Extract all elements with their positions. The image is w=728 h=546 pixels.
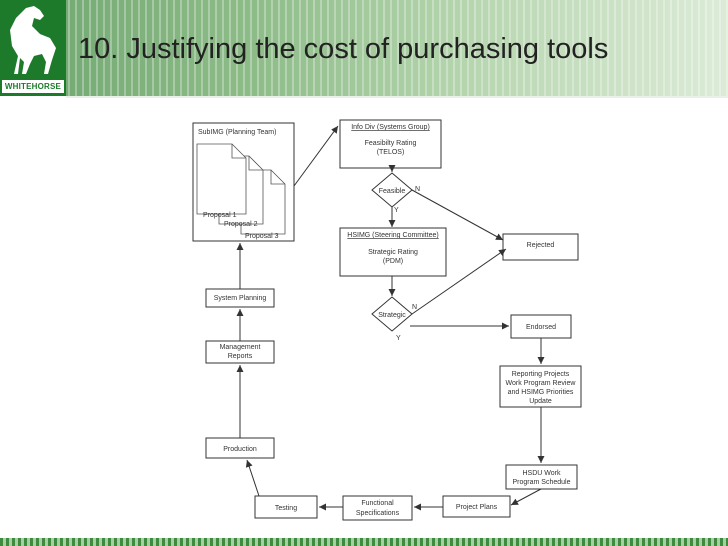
project-plans-label: Project Plans bbox=[456, 504, 498, 511]
endorsed-box: Endorsed bbox=[510, 314, 572, 339]
rejected-box: Rejected bbox=[502, 233, 579, 261]
system-planning-label: System Planning bbox=[214, 295, 267, 302]
proposal-1-document bbox=[196, 143, 247, 215]
functional-label-1: Functional bbox=[361, 500, 394, 507]
arrow-testing-to-production bbox=[245, 459, 260, 497]
arrow-strategic-no-to-rejected bbox=[411, 248, 507, 315]
reporting-label-1: Reporting Projects bbox=[512, 371, 570, 378]
feasible-no-label: N bbox=[415, 186, 420, 193]
hsimg-box: HSIMG (Steering Committee) Strategic Rat… bbox=[339, 227, 447, 277]
slide-title: 10. Justifying the cost of purchasing to… bbox=[78, 33, 609, 65]
testing-box: Testing bbox=[254, 495, 318, 519]
logo-brand-text: WHITEHORSE bbox=[2, 80, 64, 93]
proposal-2-label: Proposal 2 bbox=[224, 221, 258, 228]
header-banner: WHITEHORSE 10. Justifying the cost of pu… bbox=[0, 0, 728, 96]
functional-specifications-box: Functional Specifications bbox=[342, 495, 413, 521]
whitehorse-logo: WHITEHORSE bbox=[0, 0, 66, 96]
strategic-rating-label-2: (PDM) bbox=[383, 258, 403, 265]
reporting-label-4: Update bbox=[529, 398, 552, 405]
feasibility-label-2: (TELOS) bbox=[377, 149, 405, 156]
horse-icon bbox=[10, 6, 56, 74]
proposal-1-label: Proposal 1 bbox=[203, 212, 237, 219]
header-divider bbox=[66, 96, 728, 98]
planning-team-label: SubIMG (Planning Team) bbox=[198, 129, 276, 136]
arrow-hsdu-to-projectplans bbox=[510, 488, 542, 506]
system-planning-box: System Planning bbox=[205, 288, 275, 308]
feasible-label: Feasible bbox=[379, 188, 406, 195]
strategic-no-label: N bbox=[412, 304, 417, 311]
testing-label: Testing bbox=[275, 505, 297, 512]
arrow-planning-to-infodiv bbox=[293, 125, 339, 187]
reporting-label-3: and HSIMG Priorities bbox=[508, 389, 574, 396]
strategic-rating-label-1: Strategic Rating bbox=[368, 249, 418, 256]
hsdu-schedule-box: HSDU Work Program Schedule bbox=[505, 464, 578, 490]
connector-arrows bbox=[236, 125, 545, 511]
hsdu-label-2: Program Schedule bbox=[513, 479, 571, 486]
functional-label-2: Specifications bbox=[356, 510, 400, 517]
info-div-label: Info Div (Systems Group) bbox=[351, 124, 430, 131]
arrow-feasible-no-to-rejected bbox=[411, 189, 504, 241]
hsdu-label-1: HSDU Work bbox=[523, 470, 561, 477]
strategic-yes-label: Y bbox=[396, 335, 401, 342]
reporting-projects-box: Reporting Projects Work Program Review a… bbox=[499, 365, 582, 408]
management-reports-box: Management Reports bbox=[205, 340, 275, 364]
hsimg-label: HSIMG (Steering Committee) bbox=[347, 232, 438, 239]
management-label-1: Management bbox=[220, 344, 261, 351]
production-label: Production bbox=[223, 446, 257, 453]
reporting-label-2: Work Program Review bbox=[506, 380, 577, 387]
proposal-3-label: Proposal 3 bbox=[245, 233, 279, 240]
feasibility-label-1: Feasibilty Rating bbox=[365, 140, 417, 147]
management-label-2: Reports bbox=[228, 353, 253, 360]
endorsed-label: Endorsed bbox=[526, 324, 556, 331]
rejected-label: Rejected bbox=[527, 242, 555, 249]
info-div-box: Info Div (Systems Group) Feasibilty Rati… bbox=[339, 119, 442, 169]
footer-stripe bbox=[0, 538, 728, 546]
production-box: Production bbox=[205, 437, 275, 459]
planning-team-box: SubIMG (Planning Team) Proposal 1 Propos… bbox=[192, 122, 295, 242]
feasible-yes-label: Y bbox=[394, 207, 399, 214]
feasible-decision: Feasible N Y bbox=[371, 172, 420, 214]
strategic-decision: Strategic N Y bbox=[371, 296, 417, 342]
project-plans-box: Project Plans bbox=[442, 495, 511, 518]
strategic-label: Strategic bbox=[378, 312, 406, 319]
